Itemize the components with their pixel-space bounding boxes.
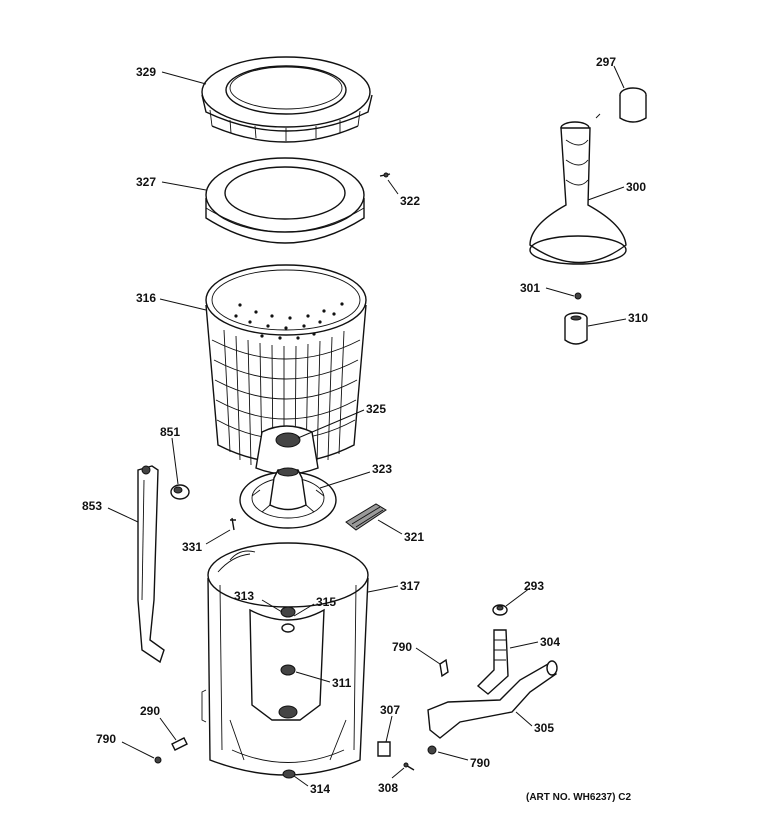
part-851-knob xyxy=(170,484,190,500)
label-327: 327 xyxy=(136,175,156,189)
label-301: 301 xyxy=(520,281,540,295)
part-293-clamp xyxy=(492,604,508,616)
part-321-pad xyxy=(345,503,387,531)
label-331: 331 xyxy=(182,540,202,554)
label-308: 308 xyxy=(378,781,398,795)
part-322-screw xyxy=(379,172,391,178)
label-790-left: 790 xyxy=(96,732,116,746)
label-325: 325 xyxy=(366,402,386,416)
label-329: 329 xyxy=(136,65,156,79)
part-301-screw xyxy=(574,292,582,300)
label-790-mid: 790 xyxy=(392,640,412,654)
part-314-plug xyxy=(282,769,296,779)
label-290: 290 xyxy=(140,704,160,718)
label-317: 317 xyxy=(400,579,420,593)
label-304: 304 xyxy=(540,635,560,649)
label-321: 321 xyxy=(404,530,424,544)
label-305: 305 xyxy=(534,721,554,735)
part-304-hose xyxy=(476,629,509,695)
label-297: 297 xyxy=(596,55,616,69)
label-314: 314 xyxy=(310,782,330,796)
part-323-hub xyxy=(239,467,337,529)
part-290-fitting xyxy=(171,737,188,751)
label-300: 300 xyxy=(626,180,646,194)
part-310-coupling xyxy=(564,312,588,345)
part-853-vent-tube xyxy=(137,465,165,664)
label-322: 322 xyxy=(400,194,420,208)
part-790-clip-right xyxy=(427,745,437,755)
part-327-balance-ring xyxy=(205,157,365,244)
part-790-clip-left xyxy=(154,756,162,764)
label-323: 323 xyxy=(372,462,392,476)
part-790-clip-mid xyxy=(439,658,449,678)
label-311: 311 xyxy=(332,676,352,690)
part-316-basket xyxy=(205,264,367,475)
label-316: 316 xyxy=(136,291,156,305)
part-331-screw xyxy=(230,517,236,531)
part-305-hose xyxy=(427,660,558,739)
label-851: 851 xyxy=(160,425,180,439)
label-853: 853 xyxy=(82,499,102,513)
label-310: 310 xyxy=(628,311,648,325)
label-315: 315 xyxy=(316,595,336,609)
art-number: (ART NO. WH6237) C2 xyxy=(526,792,631,803)
part-297-cap xyxy=(619,87,647,123)
label-293: 293 xyxy=(524,579,544,593)
part-308-screw xyxy=(403,762,415,771)
leader-lines xyxy=(107,65,627,787)
label-313: 313 xyxy=(234,589,254,603)
part-329-tub-cover xyxy=(201,56,373,143)
part-317-outer-tub xyxy=(201,542,369,776)
part-300-agitator xyxy=(529,113,627,265)
part-307-bracket xyxy=(377,741,391,757)
label-790-right: 790 xyxy=(470,756,490,770)
label-307: 307 xyxy=(380,703,400,717)
